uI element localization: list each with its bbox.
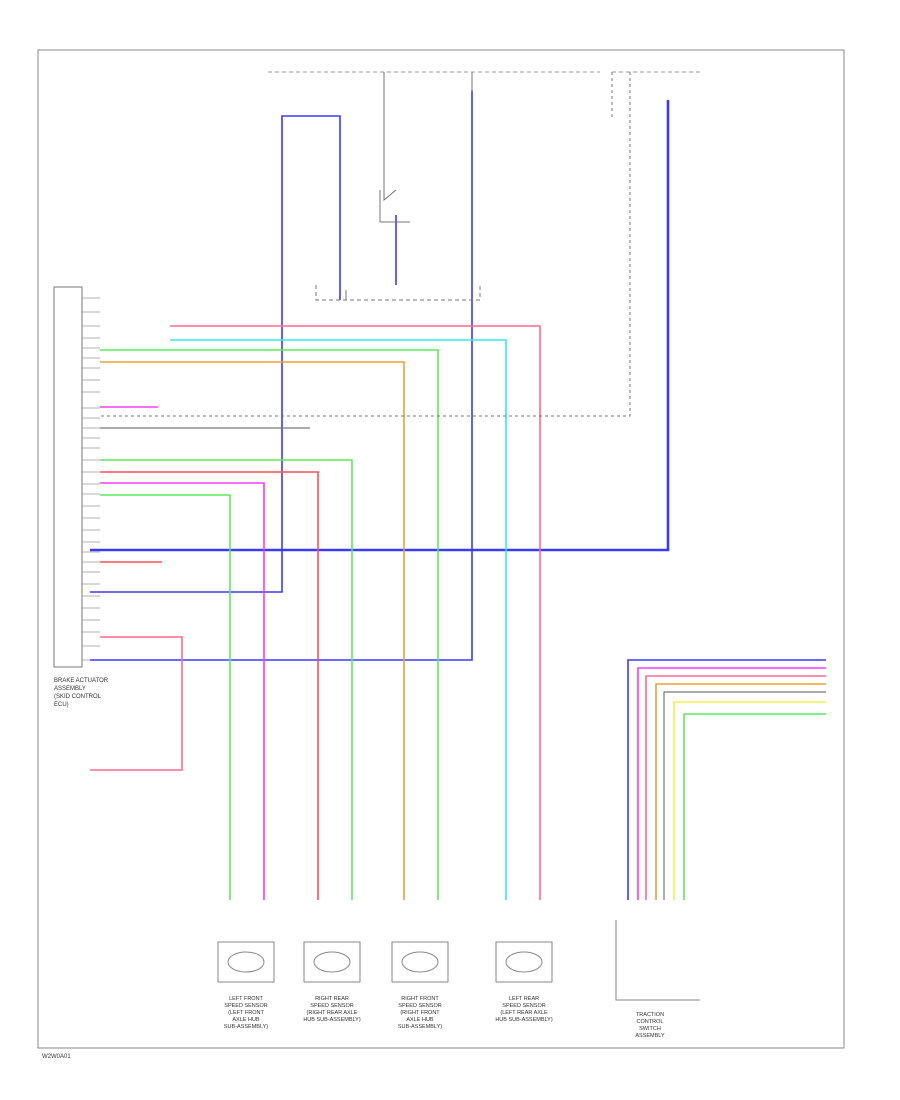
wire-cyan (170, 339, 507, 900)
wire-bundle-gray (663, 691, 826, 900)
rf-label-5: SUB-ASSEMBLY) (398, 1024, 442, 1030)
wire-bundle-blue (627, 659, 826, 900)
wire-green-b (100, 459, 353, 900)
wire-bundle-orange (655, 683, 826, 900)
diagram-frame (37, 49, 845, 1049)
module-label-line1: BRAKE ACTUATOR (54, 678, 109, 684)
wire-bundle-green (683, 713, 826, 900)
rf-label-1: RIGHT FRONT (401, 996, 439, 1002)
rr-label-3: (RIGHT REAR AXLE (307, 1010, 358, 1016)
rf-label-2: SPEED SENSOR (398, 1003, 441, 1009)
module-label-line2: ASSEMBLY (54, 686, 86, 692)
rf-label-3: (RIGHT FRONT (400, 1010, 440, 1016)
wire-blue-left (281, 115, 341, 300)
wire-blue-center (90, 90, 473, 661)
lf-label-3: (LEFT FRONT (228, 1010, 264, 1016)
wire-group (90, 90, 826, 900)
lf-label-1: LEFT FRONT (229, 996, 263, 1002)
wire-green-c (100, 494, 231, 900)
wire-red (100, 471, 319, 900)
rf-label-4: AXLE HUB (406, 1017, 434, 1023)
rr-label-4: HUB SUB-ASSEMBLY) (303, 1017, 361, 1023)
switch-label-3: SWITCH (639, 1026, 661, 1032)
wire-pink-long (170, 325, 541, 900)
lf-label-2: SPEED SENSOR (224, 1003, 267, 1009)
wire-orange (100, 361, 405, 900)
wire-bundle-yellow (673, 701, 826, 900)
switch-label-2: CONTROL (637, 1019, 664, 1025)
rr-label-2: SPEED SENSOR (310, 1003, 353, 1009)
rr-label-1: RIGHT REAR (315, 996, 349, 1002)
lr-label-1: LEFT REAR (509, 996, 539, 1002)
switch-label-1: TRACTION (636, 1012, 664, 1018)
rr-sensor (303, 941, 361, 983)
lr-label-2: SPEED SENSOR (502, 1003, 545, 1009)
wire-bundle-pink (645, 675, 826, 900)
wire-blue-right (90, 100, 670, 552)
wire-bundle-magenta (637, 667, 826, 900)
module-label-line4: ECU) (54, 702, 69, 708)
wire-magenta-long (100, 482, 265, 900)
module-label-line3: (SKID CONTROL (54, 694, 102, 700)
brake-actuator-module (53, 286, 83, 668)
wire-blue-drop (90, 125, 283, 593)
lr-sensor (495, 941, 553, 983)
lf-label-4: AXLE HUB (232, 1017, 260, 1023)
lf-label-5: SUB-ASSEMBLY) (224, 1024, 268, 1030)
wire-pink-loop (90, 636, 183, 771)
misc-lines (100, 72, 631, 417)
module-pin-ticks (82, 297, 100, 661)
switch-connector (615, 920, 700, 1001)
lr-label-3: (LEFT REAR AXLE (500, 1010, 548, 1016)
wire-green-a (100, 349, 439, 900)
lr-label-4: HUB SUB-ASSEMBLY) (495, 1017, 553, 1023)
lf-sensor (217, 941, 275, 983)
rf-sensor (391, 941, 449, 983)
speed-sensors (217, 920, 700, 1001)
switch-label-4: ASSEMBLY (635, 1033, 665, 1039)
footer-code: W2W0A01 (42, 1054, 71, 1060)
